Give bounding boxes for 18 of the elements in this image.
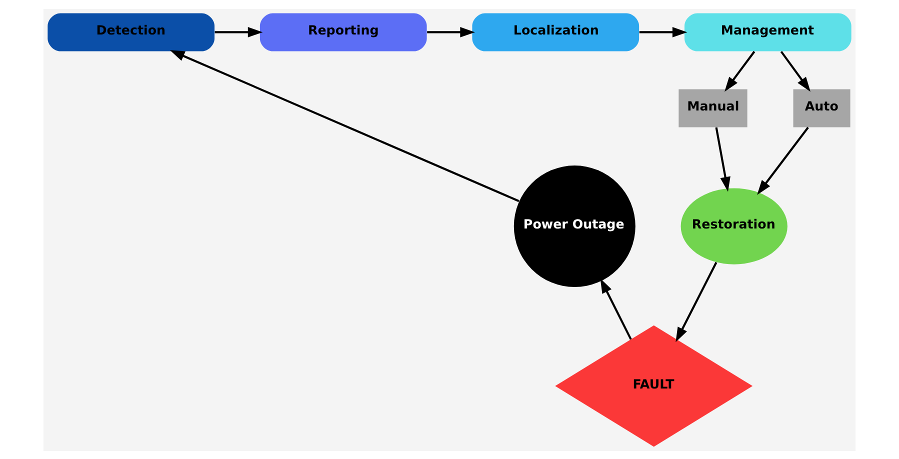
arrow (214, 26, 263, 37)
arrow (676, 261, 718, 342)
arrow (639, 26, 688, 37)
node-circle: Power Outage (514, 165, 636, 287)
node-box: Reporting (260, 12, 427, 51)
node-box: Manual (678, 88, 748, 127)
arrow (600, 278, 632, 340)
node-box: Detection (48, 12, 215, 51)
node-ellipse: Restoration (680, 188, 788, 264)
arrow (427, 26, 475, 37)
arrow (715, 126, 730, 192)
node-box: Management (684, 12, 852, 51)
arrow (170, 50, 520, 202)
arrow (780, 50, 810, 92)
arrow (757, 126, 809, 194)
node-box: Localization (472, 12, 640, 51)
node-box: Auto (793, 88, 850, 127)
arrow (724, 50, 756, 92)
